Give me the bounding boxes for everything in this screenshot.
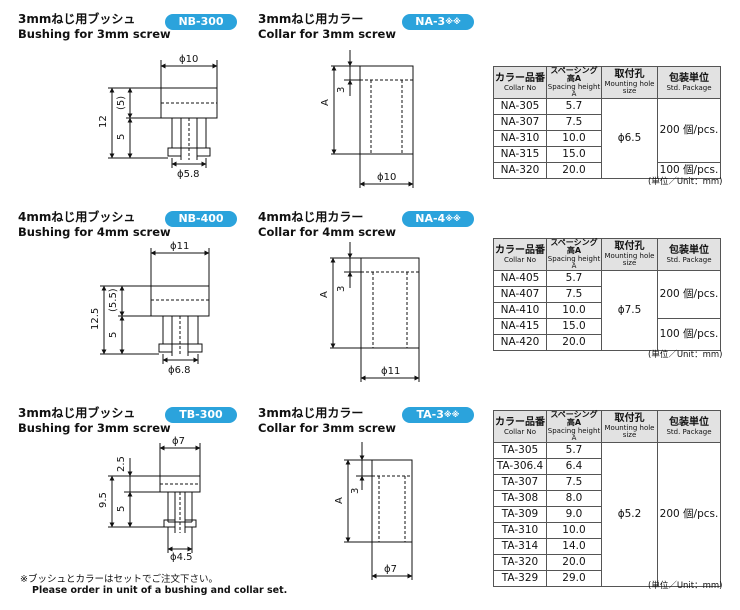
bushing-badge: NB-400	[165, 211, 237, 227]
bushing-badge: TB-300	[165, 407, 237, 423]
dim-shank-height: 5	[116, 134, 127, 140]
collar-drawing-na3	[331, 50, 414, 188]
package-cell: 100 個/pcs.	[657, 162, 721, 179]
dim-total-height: 12.5	[90, 308, 101, 330]
collar-badge: NA-4※※	[402, 211, 474, 227]
dim-shank-height: 5	[108, 332, 119, 338]
dim-phi-top: ϕ10	[179, 54, 198, 65]
collar-badge-code: TA-3	[416, 408, 444, 421]
collar-badge-suffix: ※※	[445, 17, 461, 26]
unit-note: (単位／Unit：mm)	[648, 581, 723, 591]
dim-total-height: 9.5	[98, 492, 109, 508]
package-cell: 200 個/pcs.	[657, 98, 721, 163]
bushing-drawing-tb300	[108, 443, 201, 553]
dim-head-height: (5)	[116, 96, 127, 110]
bushing-title-jp: 3mmねじ用ブッシュ	[18, 406, 136, 420]
dim-a: A	[334, 497, 345, 504]
dim-phi: ϕ11	[381, 366, 400, 377]
package-cell: 200 個/pcs.	[657, 270, 721, 319]
hole-cell: ϕ7.5	[601, 270, 658, 351]
dim-phi-bottom: ϕ6.8	[168, 365, 191, 376]
collar-title-en: Collar for 3mm screw	[258, 27, 396, 41]
dim-three: 3	[350, 488, 361, 494]
package-cell: 100 個/pcs.	[657, 318, 721, 351]
dim-phi-top: ϕ11	[170, 241, 189, 252]
bushing-title-en: Bushing for 3mm screw	[18, 421, 171, 435]
collar-title-en: Collar for 4mm screw	[258, 225, 396, 239]
dim-three: 3	[336, 87, 347, 93]
collar-badge-code: NA-3	[415, 15, 446, 28]
dim-three: 3	[336, 286, 347, 292]
dim-phi-top: ϕ7	[172, 436, 185, 447]
collar-badge-code: NA-4	[415, 212, 446, 225]
bushing-drawing-nb400	[100, 248, 210, 364]
collar-drawing-ta3	[344, 442, 413, 580]
collar-title-jp: 4mmねじ用カラー	[258, 210, 364, 224]
collar-badge-suffix: ※※	[445, 214, 461, 223]
collar-badge: TA-3※※	[402, 407, 474, 423]
collar-title-jp: 3mmねじ用カラー	[258, 12, 364, 26]
package-cell: 200 個/pcs.	[657, 442, 721, 587]
order-note-en: Please order in unit of a bushing and co…	[32, 585, 288, 596]
hole-cell: ϕ5.2	[601, 442, 658, 587]
order-note-jp: ※ブッシュとカラーはセットでご注文下さい。	[20, 574, 218, 585]
collar-drawing-na4	[330, 242, 420, 382]
dim-head-height: (5.5)	[108, 288, 119, 312]
dim-phi: ϕ10	[377, 172, 396, 183]
dim-a: A	[320, 99, 331, 106]
unit-note: (単位／Unit：mm)	[648, 350, 723, 360]
bushing-title-en: Bushing for 3mm screw	[18, 27, 171, 41]
dim-total-height: 12	[98, 115, 109, 128]
dim-phi-bottom: ϕ5.8	[177, 169, 200, 180]
collar-badge-suffix: ※※	[443, 410, 460, 419]
collar-badge: NA-3※※	[402, 14, 474, 30]
bushing-title-jp: 4mmねじ用ブッシュ	[18, 210, 136, 224]
collar-title-en: Collar for 3mm screw	[258, 421, 396, 435]
dim-phi: ϕ7	[384, 564, 397, 575]
dim-shank-height: 5	[116, 506, 127, 512]
bushing-title-jp: 3mmねじ用ブッシュ	[18, 12, 136, 26]
collar-title-jp: 3mmねじ用カラー	[258, 406, 364, 420]
unit-note: (単位／Unit：mm)	[648, 177, 723, 187]
dim-head-height: 2.5	[116, 456, 127, 472]
bushing-drawing-nb300	[108, 60, 218, 168]
bushing-badge: NB-300	[165, 14, 237, 30]
dim-a: A	[319, 291, 330, 298]
dim-phi-bottom: ϕ4.5	[170, 552, 193, 563]
hole-cell: ϕ6.5	[601, 98, 658, 179]
bushing-title-en: Bushing for 4mm screw	[18, 225, 171, 239]
